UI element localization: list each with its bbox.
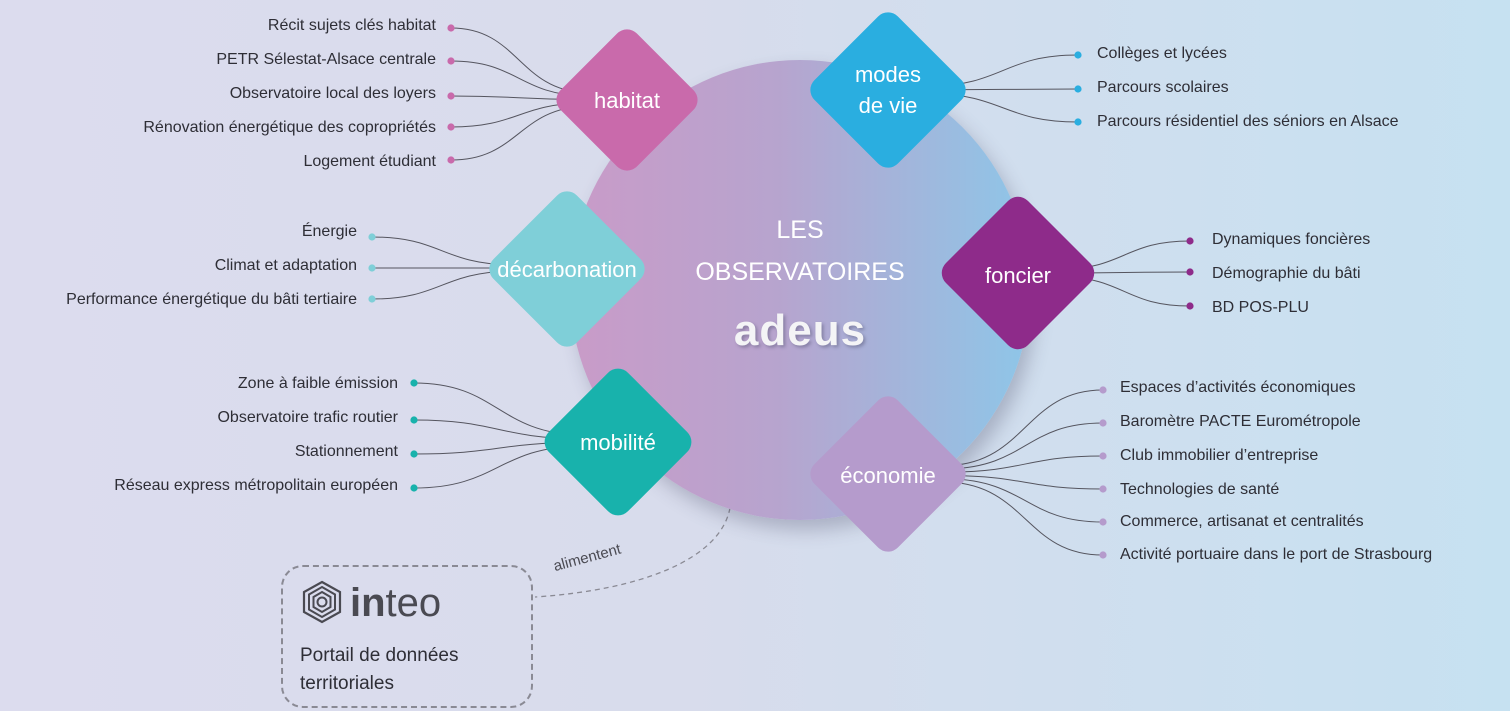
economie-item[interactable]: Baromètre PACTE Eurométropole (1120, 413, 1361, 430)
economie-connector (949, 455, 1104, 473)
decarbonation-bullet (368, 264, 376, 272)
economie-bullet (1099, 419, 1107, 427)
foncier-bullet (1186, 237, 1194, 245)
inteo-description-line1: Portail de données (300, 645, 459, 666)
mobilite-item[interactable]: Réseau express métropolitain européen (114, 477, 398, 494)
modes-bullet (1074, 118, 1082, 126)
economie-bullet (1099, 452, 1107, 460)
mobilite-bullet (410, 416, 418, 424)
habitat-item[interactable]: Logement étudiant (303, 153, 436, 170)
economie-label: économie (840, 463, 936, 488)
economie-connector (949, 389, 1104, 467)
inteo-dashed-link (534, 507, 731, 598)
habitat-item[interactable]: Récit sujets clés habitat (267, 17, 436, 34)
mobilite-bullet (410, 484, 418, 492)
decarbonation-bullet (368, 233, 376, 241)
mobilite-label: mobilité (580, 430, 656, 455)
habitat-label: habitat (593, 88, 661, 113)
inteo-description-line2: territoriales (300, 673, 394, 694)
decarbonation-item[interactable]: Performance énergétique du bâti tertiair… (66, 291, 357, 308)
economie-item[interactable]: Technologies de santé (1120, 481, 1280, 498)
habitat-item[interactable]: Observatoire local des loyers (229, 85, 436, 102)
economie-connector (949, 478, 1104, 523)
economie-bullet (1099, 518, 1107, 526)
center-title-line1: LES (776, 216, 824, 244)
foncier-item[interactable]: Dynamiques foncières (1212, 231, 1371, 248)
economie-connector (949, 422, 1104, 470)
economie-item[interactable]: Club immobilier d’entreprise (1120, 447, 1319, 464)
economie-bullet (1099, 551, 1107, 559)
foncier-bullet (1186, 268, 1194, 276)
foncier-bullet (1186, 302, 1194, 310)
decarbonation-label: décarbonation (497, 257, 637, 282)
inteo-description: Portail de données territoriales (300, 642, 458, 698)
foncier-item[interactable]: Démographie du bâti (1212, 265, 1361, 282)
modes-bullet (1074, 51, 1082, 59)
foncier-item[interactable]: BD POS-PLU (1212, 299, 1309, 316)
modes-de-vie-label-line2: de vie (858, 93, 918, 118)
decarbonation-bullet (368, 295, 376, 303)
habitat-bullet (447, 92, 455, 100)
adeus-logo: adeus (733, 306, 867, 355)
habitat-bullet (447, 123, 455, 131)
economie-connector (949, 475, 1104, 490)
decarbonation-item[interactable]: Énergie (301, 223, 357, 240)
mobilite-bullet (410, 450, 418, 458)
habitat-item[interactable]: Rénovation énergétique des copropriétés (143, 119, 436, 136)
inteo-wordmark: inteo (350, 580, 441, 626)
habitat-bullet (447, 156, 455, 164)
habitat-item[interactable]: PETR Sélestat-Alsace centrale (216, 51, 436, 68)
modes-bullet (1074, 85, 1082, 93)
economie-bullet (1099, 386, 1107, 394)
economie-connector (949, 481, 1104, 556)
inteo-logo-icon (302, 580, 342, 624)
center-title-line2: OBSERVATOIRES (695, 258, 905, 286)
modes-de-vie-item[interactable]: Collèges et lycées (1097, 45, 1227, 62)
habitat-bullet (447, 24, 455, 32)
mobilite-item[interactable]: Zone à faible émission (237, 375, 398, 392)
habitat-bullet (447, 57, 455, 65)
inteo-wordmark-bold: in (350, 581, 386, 625)
economie-item[interactable]: Espaces d’activités économiques (1120, 379, 1356, 396)
inteo-wordmark-light: teo (385, 581, 442, 625)
inteo-portal-box[interactable] (281, 565, 533, 708)
modes-de-vie-label-line1: modes (854, 62, 922, 87)
mobilite-item[interactable]: Observatoire trafic routier (217, 409, 398, 426)
habitat-connector (450, 27, 586, 94)
economie-item[interactable]: Commerce, artisanat et centralités (1120, 513, 1364, 530)
mobilite-item[interactable]: Stationnement (294, 443, 398, 460)
mobilite-bullet (410, 379, 418, 387)
economie-bullet (1099, 485, 1107, 493)
modes-de-vie-item[interactable]: Parcours résidentiel des séniors en Alsa… (1097, 113, 1399, 130)
decarbonation-item[interactable]: Climat et adaptation (214, 257, 357, 274)
foncier-label: foncier (984, 263, 1052, 288)
modes-de-vie-item[interactable]: Parcours scolaires (1097, 79, 1229, 96)
economie-item[interactable]: Activité portuaire dans le port de Stras… (1120, 546, 1433, 563)
